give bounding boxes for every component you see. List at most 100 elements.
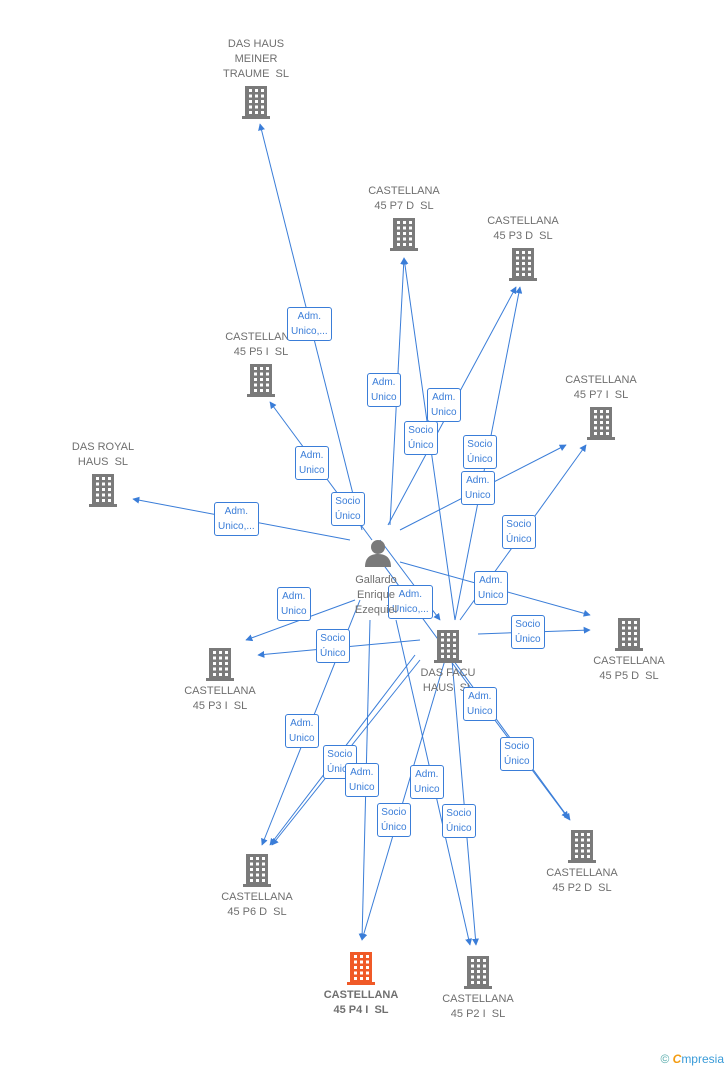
relation-label-line: Socio: [446, 808, 472, 819]
relation-label-line: Unico: [281, 606, 307, 617]
relation-label[interactable]: Adm. Unico: [474, 571, 508, 605]
relation-label-line: Adm.: [466, 475, 490, 486]
relation-label[interactable]: Adm. Unico,...: [214, 502, 259, 536]
brand-logo-letter: C: [672, 1052, 682, 1066]
relation-label-line: Único: [408, 440, 434, 451]
relation-label[interactable]: Adm. Unico: [461, 471, 495, 505]
company-name-line: 45 P2 D SL: [552, 882, 612, 894]
edge-line: [360, 659, 446, 941]
company-name-line: DAS FACU: [420, 667, 476, 679]
relation-label[interactable]: Adm.Unico: [427, 388, 461, 422]
relation-label-line: Adm.: [224, 506, 249, 517]
company-name[interactable]: CASTELLANA 45 P3 I SL: [165, 684, 275, 714]
building-icon[interactable]: [507, 246, 539, 282]
relation-label-line: Adm.: [372, 377, 396, 388]
relation-label-line: Adm.: [479, 575, 503, 586]
company-name-line: CASTELLANA: [565, 374, 637, 386]
company-name-line: 45 P3 I SL: [192, 700, 248, 712]
relation-label-line: Adm.: [415, 769, 439, 780]
relation-label-line: Único: [515, 634, 541, 645]
relation-label-line: Adm.: [282, 591, 306, 602]
company-name[interactable]: CASTELLANA 45 P6 D SL: [202, 890, 312, 920]
building-icon[interactable]: [432, 628, 464, 664]
relation-label-line: Unico: [465, 490, 491, 501]
company-name-line: CASTELLANA: [368, 185, 440, 197]
company-name-line: DAS HAUS: [227, 38, 285, 50]
relation-label-line: Único: [320, 648, 346, 659]
relation-label[interactable]: Adm.Unico: [410, 765, 444, 799]
relation-label[interactable]: Adm. Unico: [345, 763, 379, 797]
building-icon[interactable]: [245, 362, 277, 398]
relation-label-line: Único: [504, 756, 530, 767]
relation-label-line: Socio: [327, 749, 353, 760]
company-name[interactable]: CASTELLANA 45 P5 I SL: [206, 330, 316, 360]
relation-label-line: Adm.: [297, 311, 322, 322]
company-name-line: CASTELLANA: [221, 891, 293, 903]
company-name-line: TRAUME SL: [222, 68, 289, 80]
person-icon[interactable]: [362, 537, 394, 569]
relation-label-line: Adm.: [350, 767, 374, 778]
relation-label-line: Socio: [335, 496, 361, 507]
company-name-line: CASTELLANA: [593, 655, 665, 667]
building-icon[interactable]: [462, 954, 494, 990]
company-name-line: 45 P6 D SL: [227, 906, 287, 918]
building-icon[interactable]: [204, 646, 236, 682]
relation-label-line: Unico,...: [218, 521, 255, 532]
company-name-line: CASTELLANA: [323, 989, 399, 1001]
building-icon[interactable]: [240, 84, 272, 120]
relation-label[interactable]: Adm.Unico,...: [287, 307, 332, 341]
relation-label-line: Adm.: [468, 691, 492, 702]
person-name-line: Enrique: [357, 589, 395, 601]
relation-label-line: Socio: [320, 633, 346, 644]
building-icon-main[interactable]: [345, 950, 377, 986]
company-name-line: 45 P5 I SL: [233, 346, 289, 358]
company-name-line: CASTELLANA: [225, 331, 297, 343]
relation-label-line: Unico: [349, 782, 375, 793]
building-icon[interactable]: [613, 616, 645, 652]
relation-label-line: Socio: [467, 439, 493, 450]
relation-label-line: Unico: [478, 590, 504, 601]
building-icon[interactable]: [585, 405, 617, 441]
company-name[interactable]: CASTELLANA 45 P5 D SL: [574, 654, 684, 684]
relation-label[interactable]: Adm.Unico: [367, 373, 401, 407]
company-name-line: MEINER: [234, 53, 278, 65]
relation-label-line: Único: [381, 822, 407, 833]
relation-label[interactable]: Adm. Unico: [295, 446, 329, 480]
building-icon[interactable]: [566, 828, 598, 864]
company-name-line: 45 P5 D SL: [599, 670, 659, 682]
relation-label-line: Unico: [467, 706, 493, 717]
building-icon[interactable]: [87, 472, 119, 508]
relation-label-line: Socio: [515, 619, 541, 630]
building-icon[interactable]: [388, 216, 420, 252]
relation-label[interactable]: Adm.Unico: [285, 714, 319, 748]
company-name-line: 45 P7 I SL: [573, 389, 629, 401]
relation-label-line: Unico: [299, 465, 325, 476]
relation-label-line: Adm.: [432, 392, 456, 403]
company-name[interactable]: CASTELLANA 45 P7 I SL: [546, 373, 656, 403]
company-name-line: CASTELLANA: [184, 685, 256, 697]
relation-label[interactable]: Adm. Unico: [277, 587, 311, 621]
relation-label[interactable]: Adm.Unico,...: [388, 585, 433, 619]
relation-label-line: Adm.: [300, 450, 324, 461]
relation-label-line: Adm.: [398, 589, 423, 600]
relation-label[interactable]: Adm. Unico: [463, 687, 497, 721]
company-name[interactable]: DAS HAUS MEINER TRAUME SL: [201, 37, 311, 82]
building-icon[interactable]: [241, 852, 273, 888]
